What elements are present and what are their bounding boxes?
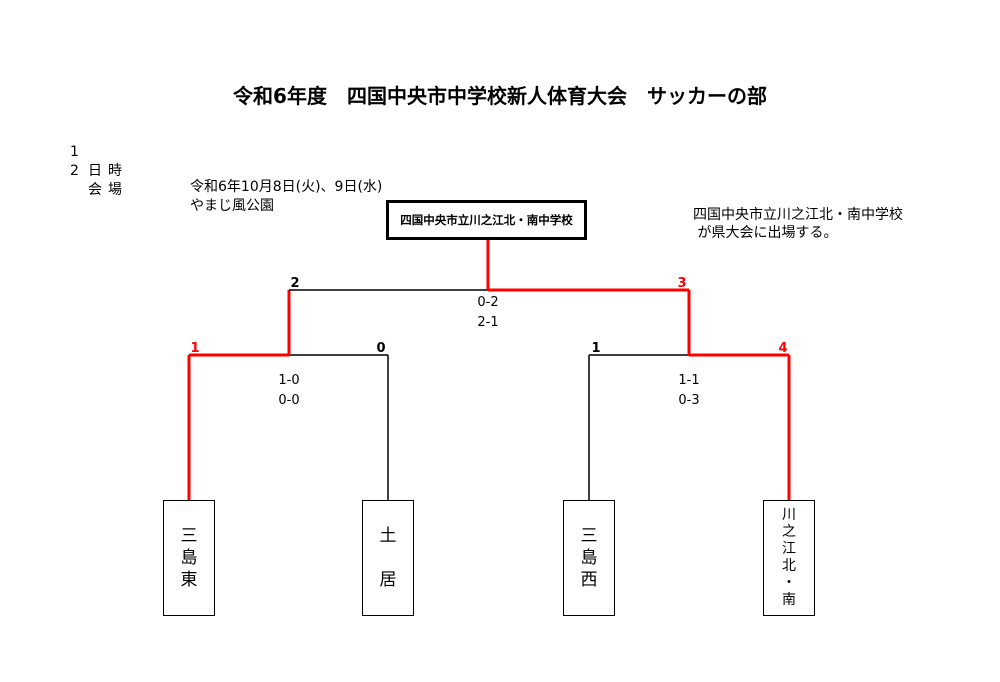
score-team2: 0 [376, 341, 385, 356]
semi2-half2: 0-3 [678, 393, 699, 408]
info-row-venue: 2 会場 やまじ風公園 [70, 147, 274, 214]
score-team3: 1 [591, 341, 600, 356]
final-half1: 0-2 [477, 295, 498, 310]
winner-box: 四国中央市立川之江北・南中学校 [386, 200, 587, 240]
page-title: 令和6年度 四国中央市中学校新人体育大会 サッカーの部 [233, 84, 767, 108]
note-line: が県大会に出場する。 [693, 225, 838, 241]
score-final-left: 2 [290, 276, 299, 291]
info-key: 日時 [88, 163, 128, 179]
info-key: 会場 [88, 182, 128, 198]
team-box-kawanoe-kita-minami: 川 之 江 北 ・ 南 [763, 500, 815, 616]
qualification-note: 四国中央市立川之江北・南中学校 が県大会に出場する。 [693, 206, 903, 242]
final-half2: 2-1 [477, 315, 498, 330]
team-box-doi: 土 居 [362, 500, 414, 616]
score-team1: 1 [190, 341, 199, 356]
semi1-half2: 0-0 [278, 393, 299, 408]
team-char: 東 [180, 570, 198, 590]
team-char: 川 [782, 507, 796, 523]
semi2-half1: 1-1 [678, 373, 699, 388]
info-value: 令和6年10月8日(火)、9日(水) [190, 179, 383, 195]
semi1-half1: 1-0 [278, 373, 299, 388]
team-char: 江 [782, 541, 796, 557]
team-box-mishima-nishi: 三 島 西 [563, 500, 615, 616]
team-char: 三 [580, 526, 598, 546]
score-final-right: 3 [677, 276, 686, 291]
team-char: 北 [782, 558, 796, 574]
team-char: 島 [580, 548, 598, 568]
team-char: 南 [782, 592, 796, 608]
info-row-date: 1 日時 令和6年10月8日(火)、9日(水) [70, 128, 382, 195]
info-number: 1 [70, 144, 79, 160]
team-box-mishima-higashi: 三 島 東 [163, 500, 215, 616]
info-value: やまじ風公園 [190, 198, 274, 214]
score-team4: 4 [778, 341, 787, 356]
team-char: 居 [379, 570, 397, 590]
team-char: 土 [379, 526, 397, 546]
note-line: 四国中央市立川之江北・南中学校 [693, 207, 903, 223]
info-number: 2 [70, 163, 79, 179]
team-char: 之 [782, 524, 796, 540]
team-char: 三 [180, 526, 198, 546]
team-char: ・ [782, 575, 796, 591]
team-char: 西 [580, 570, 598, 590]
team-char: 島 [180, 548, 198, 568]
